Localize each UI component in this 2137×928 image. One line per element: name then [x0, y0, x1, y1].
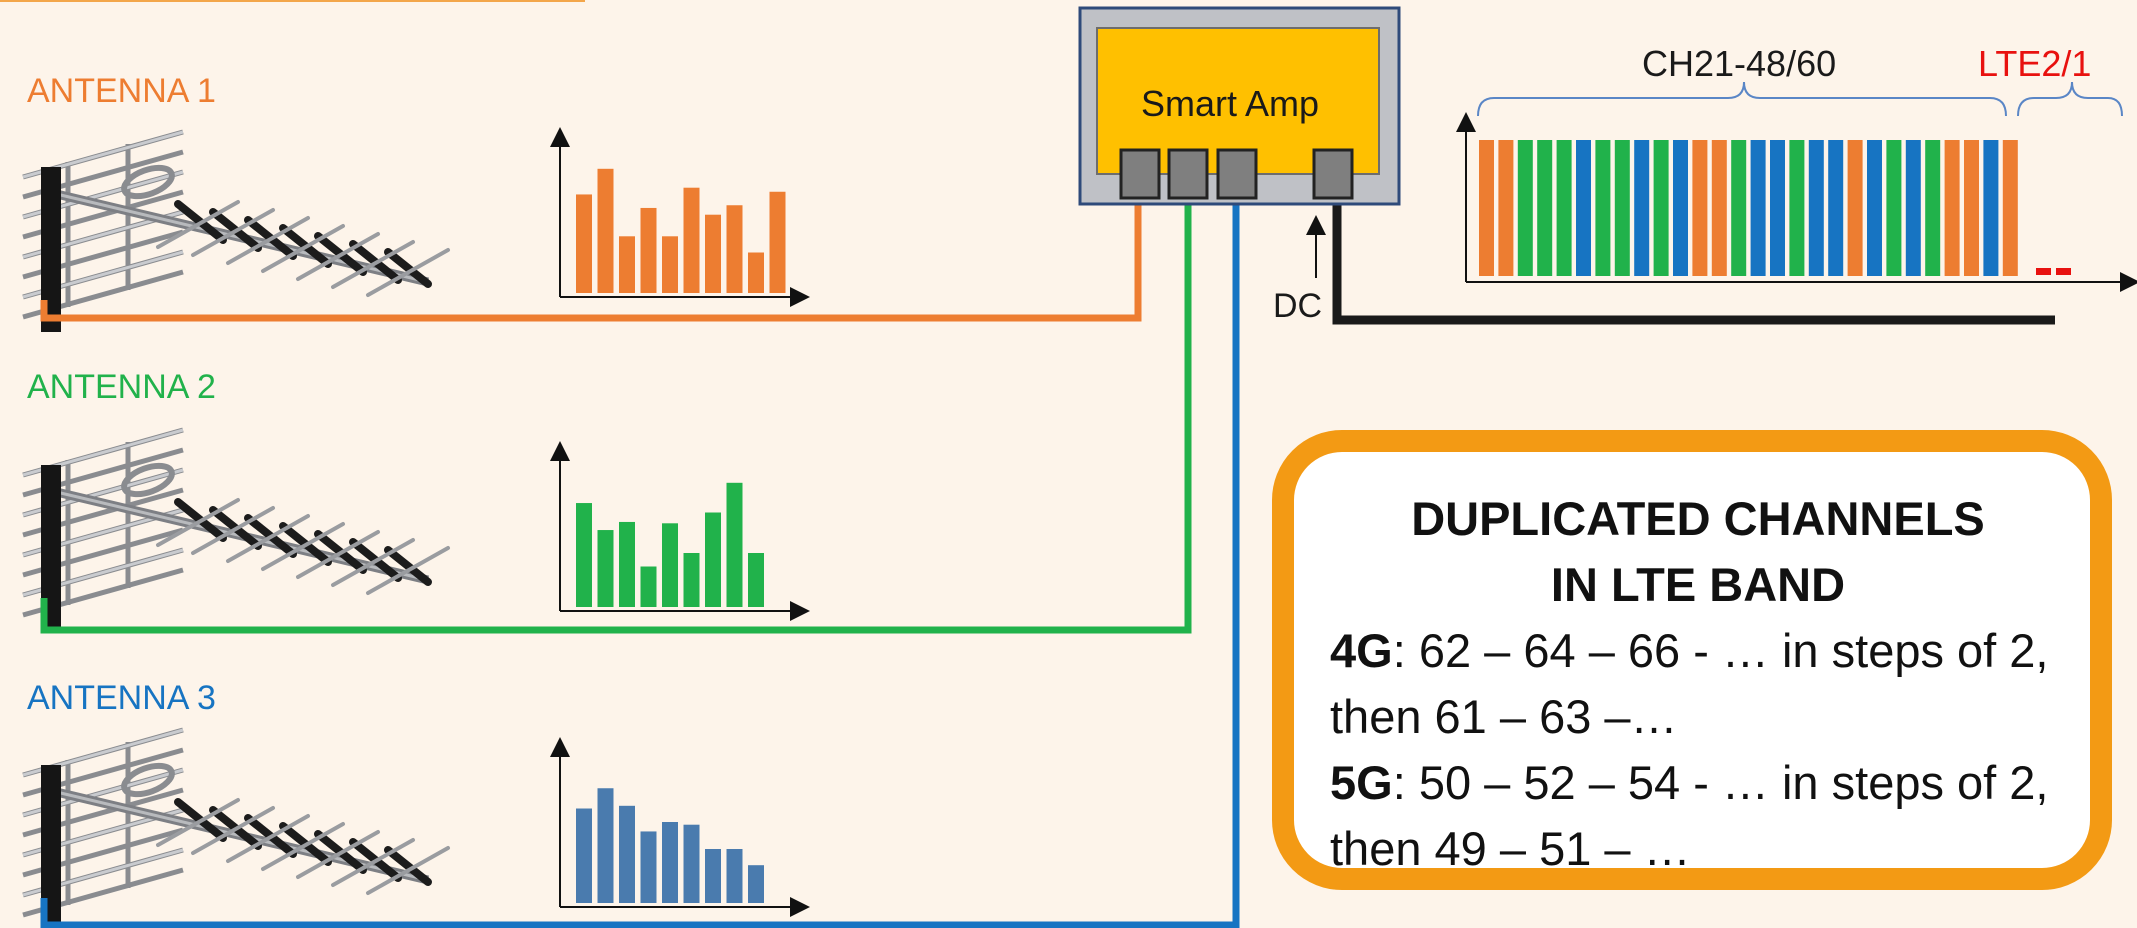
output-channel-bar: [1847, 140, 1863, 276]
spectrum-2-bar: [662, 523, 678, 607]
band-lte-label: LTE2/1: [1978, 43, 2092, 84]
spectrum-1-bar: [748, 252, 764, 293]
info-4g-then: then 61 – 63 –…: [1330, 690, 1678, 743]
output-channel-bar: [1498, 140, 1514, 276]
antenna-3-icon: [23, 730, 448, 928]
cable-antenna-2: [40, 197, 1192, 634]
spectrum-3-bar: [662, 822, 678, 903]
output-lte-bar: [2056, 268, 2071, 275]
antenna-3-label: ANTENNA 3: [27, 679, 216, 717]
output-channel-bar: [1750, 140, 1766, 276]
output-channel-bar: [1789, 140, 1805, 276]
output-channel-bar: [1828, 140, 1844, 276]
spectrum-2-bar: [705, 512, 721, 607]
spectrum-1-bar: [619, 236, 635, 293]
spectrum-1-bar: [640, 207, 657, 293]
output-channel-bar: [1770, 140, 1785, 276]
smart-amp: [1078, 6, 1401, 206]
antenna-1-label: ANTENNA 1: [27, 72, 216, 110]
cable-antenna-3: [40, 197, 1240, 928]
amp-input-port-2: [1167, 148, 1209, 200]
info-5g-text: : 50 – 52 – 54 - … in steps of 2,: [1392, 756, 2049, 809]
output-channel-bar: [1983, 140, 1999, 276]
output-channel-bar: [1595, 140, 1611, 276]
output-channel-bar: [1964, 140, 1979, 276]
info-4g-key: 4G: [1330, 624, 1393, 677]
output-channel-bar: [1614, 140, 1630, 276]
info-5g-line: 5G: 50 – 52 – 54 - … in steps of 2,: [1330, 750, 2066, 816]
amp-input-port-1: [1119, 148, 1161, 200]
output-channel-bar: [1905, 140, 1921, 276]
spectrum-3-bar: [640, 831, 657, 903]
output-channel-bar: [1517, 140, 1533, 276]
output-channel-bar: [2002, 140, 2018, 276]
info-4g-text: : 62 – 64 – 66 - … in steps of 2,: [1392, 624, 2049, 677]
info-5g-key: 5G: [1330, 756, 1393, 809]
amp-output-port: [1312, 148, 1354, 200]
spectrum-3-bar: [705, 849, 721, 903]
spectrum-3-bar: [619, 805, 635, 903]
output-channel-bar: [1537, 140, 1553, 276]
spectrum-2-bar: [748, 553, 764, 607]
spectrum-2-bar: [640, 566, 657, 607]
info-title-line-1: DUPLICATED CHANNELS: [1411, 492, 1985, 545]
spectrum-2-bar: [576, 503, 592, 607]
smart-amp-label: Smart Amp: [1141, 83, 1320, 124]
info-4g-line: 4G: 62 – 64 – 66 - … in steps of 2,: [1330, 618, 2066, 684]
output-channel-bar: [1576, 140, 1591, 276]
spectrum-1-bar: [726, 205, 743, 293]
output-channel-bar: [1673, 140, 1688, 276]
band-braces: [1477, 81, 2123, 117]
info-title-line-2: IN LTE BAND: [1550, 558, 1846, 611]
antenna-2-icon: [23, 430, 448, 630]
spectrum-1-bar: [597, 168, 614, 293]
output-channel-bar: [1867, 140, 1882, 276]
output-channel-bar: [1925, 140, 1941, 276]
output-channel-bar: [1634, 140, 1650, 276]
amp-input-port-3: [1216, 148, 1258, 200]
spectrum-2-bar: [683, 553, 700, 607]
output-lte-bar: [2036, 268, 2051, 275]
spectrum-3-bar: [576, 808, 592, 903]
brace-main: [1477, 81, 2007, 117]
spectrum-2-bar: [726, 482, 743, 607]
spectrum-1-bar: [769, 191, 786, 293]
output-channel-bar: [1731, 140, 1747, 276]
output-channel-bar: [1808, 140, 1824, 276]
spectrum-3-bar: [748, 865, 764, 903]
spectrum-1-bar: [576, 194, 592, 293]
spectrum-3-bar: [726, 849, 743, 903]
dc-label: DC: [1273, 287, 1323, 325]
brace-lte: [2017, 81, 2123, 117]
output-channel-bar: [1692, 140, 1708, 276]
antenna-2-label: ANTENNA 2: [27, 368, 216, 406]
output-channel-bar: [1556, 140, 1572, 276]
output-channel-bar: [1479, 140, 1494, 276]
cable-antenna-1: [40, 197, 1142, 322]
antenna-1-icon: [23, 132, 448, 332]
output-channel-bar: [1711, 140, 1727, 276]
duplicated-channels-box: DUPLICATED CHANNELS IN LTE BAND 4G: 62 –…: [1272, 430, 2112, 890]
output-channel-bar: [1653, 140, 1669, 276]
spectrum-2-bar: [597, 530, 614, 607]
spectrum-2-bar: [619, 521, 635, 607]
spectrum-3-bar: [683, 824, 700, 903]
cable-output: [1332, 197, 2055, 325]
output-channel-bar: [1886, 140, 1902, 276]
output-channel-bar: [1944, 140, 1960, 276]
spectrum-1-bar: [683, 187, 700, 293]
band-main-label: CH21-48/60: [1642, 43, 1837, 84]
info-5g-then: then 49 – 51 – …: [1330, 822, 1691, 875]
spectrum-3-bar: [597, 788, 614, 903]
spectrum-1-bar: [705, 214, 721, 293]
spectrum-1-bar: [662, 236, 678, 293]
